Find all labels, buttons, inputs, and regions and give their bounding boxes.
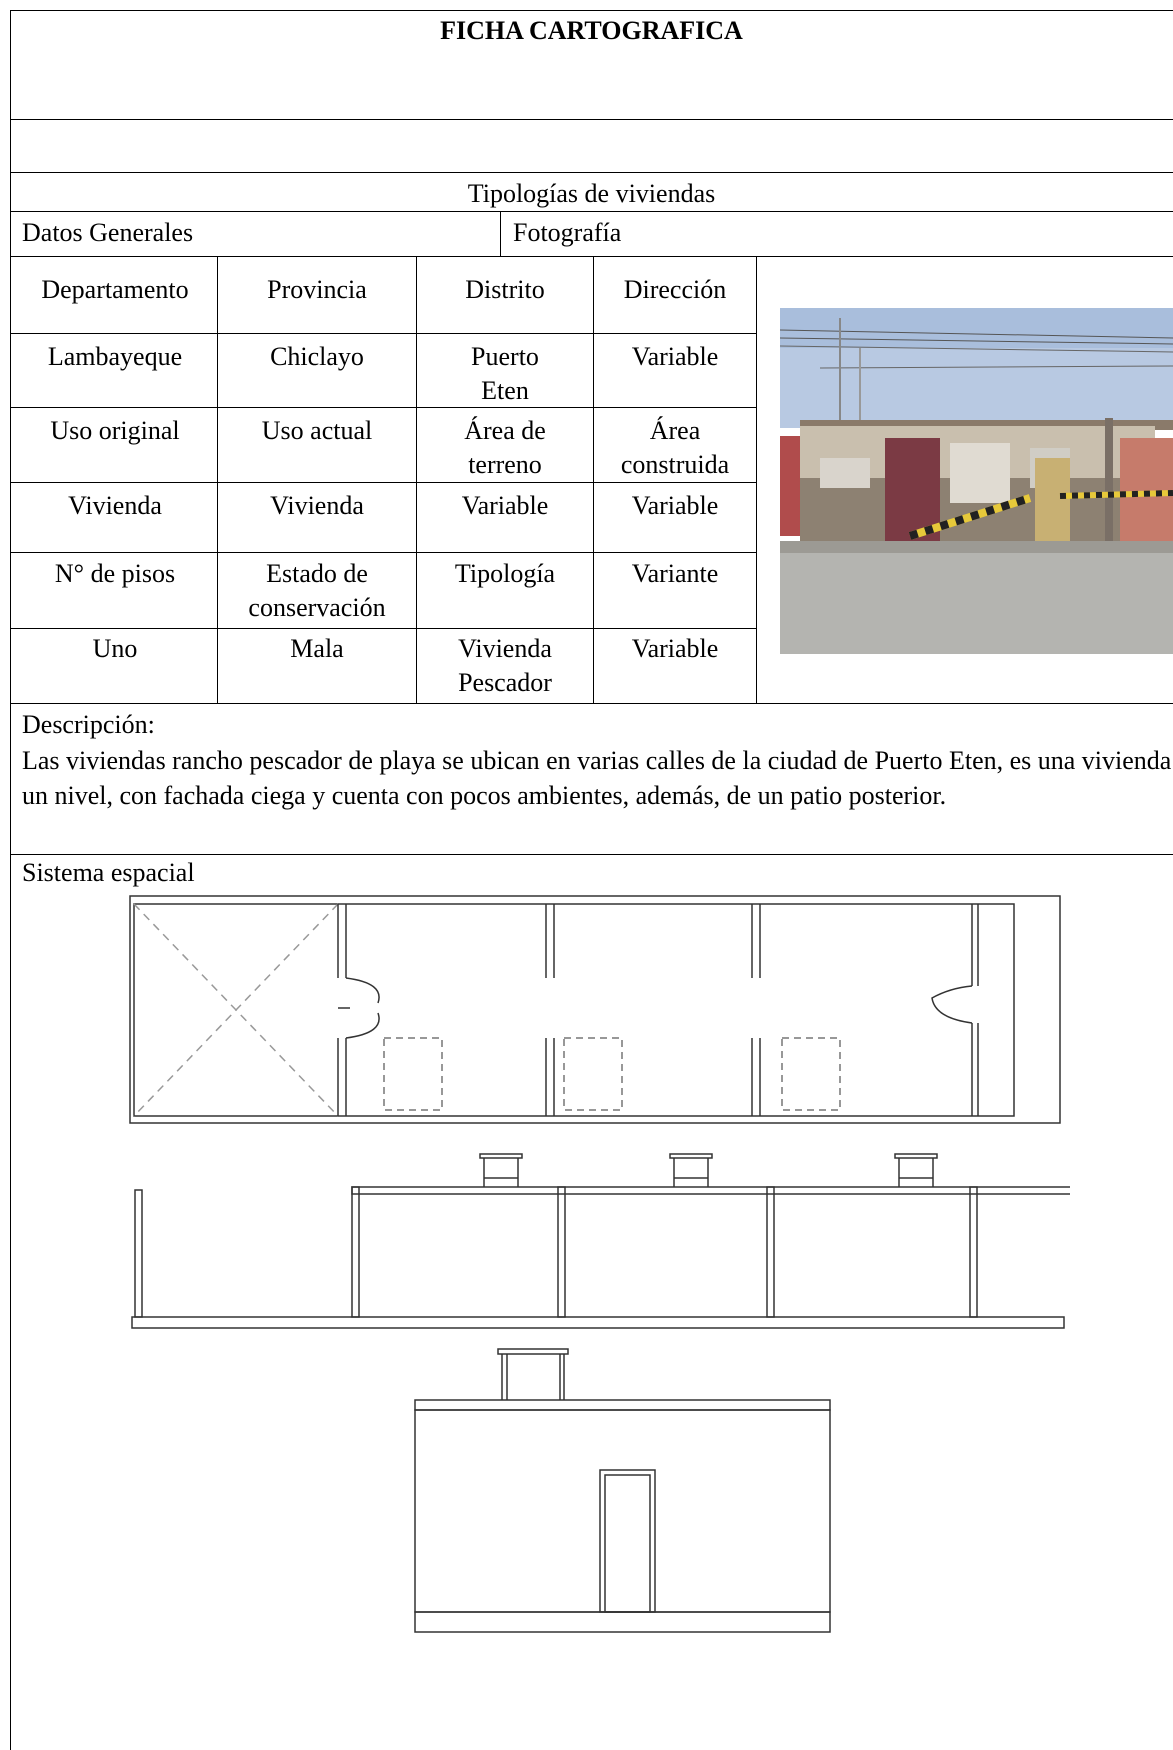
table-cell: Distrito [465, 275, 545, 304]
table-cell: Variante [631, 559, 719, 588]
rule [10, 628, 756, 629]
rule [10, 407, 756, 408]
table-cell: Estado de conservación [248, 559, 386, 622]
spatial-system-label: Sistema espacial [22, 858, 195, 887]
description-text: Las viviendas rancho pescador de playa s… [22, 746, 1172, 810]
document-page [10, 10, 1173, 1750]
table-cell: Provincia [267, 275, 367, 304]
section-drawing [131, 1153, 1070, 1329]
rule [10, 482, 756, 483]
description-label: Descripción: [22, 710, 155, 739]
page-title: FICHA CARTOGRAFICA [440, 16, 743, 45]
table-cell: Departamento [41, 275, 189, 304]
rule [416, 256, 417, 703]
table-cell: Tipología [454, 559, 556, 588]
photo-label: Fotografía [513, 218, 622, 247]
rule [10, 552, 756, 553]
table-cell: Chiclayo [270, 342, 364, 371]
table-cell: Vivienda [68, 491, 162, 520]
table-cell: Lambayeque [47, 342, 183, 371]
rule [500, 211, 501, 256]
table-cell: Uso original [50, 416, 180, 445]
section-subtitle: Tipologías de viviendas [467, 179, 716, 208]
rule [10, 854, 1173, 855]
table-cell: Área de terreno [464, 416, 546, 479]
table-cell: Variable [461, 491, 549, 520]
rule [217, 256, 218, 703]
floor-plan-drawing [129, 895, 1061, 1124]
table-cell: Dirección [623, 275, 727, 304]
elevation-drawing [414, 1348, 831, 1633]
house-photo [780, 308, 1173, 654]
table-cell: Uno [92, 634, 138, 663]
table-cell: Variable [631, 634, 719, 663]
rule [10, 256, 1173, 257]
rule [10, 333, 756, 334]
table-cell: Mala [290, 634, 344, 663]
rule [593, 256, 594, 703]
table-cell: Vivienda Pescador [458, 634, 552, 697]
rule [756, 256, 757, 703]
table-cell: Variable [631, 342, 719, 371]
table-cell: Uso actual [261, 416, 373, 445]
table-cell: N° de pisos [54, 559, 176, 588]
rule [10, 211, 1173, 212]
table-cell: Área construida [620, 416, 730, 479]
table-cell: Puerto Eten [471, 342, 539, 405]
table-cell: Vivienda [270, 491, 364, 520]
rule [10, 119, 1173, 120]
general-data-label: Datos Generales [22, 218, 194, 247]
rule [10, 172, 1173, 173]
table-cell: Variable [631, 491, 719, 520]
rule [10, 703, 1173, 704]
